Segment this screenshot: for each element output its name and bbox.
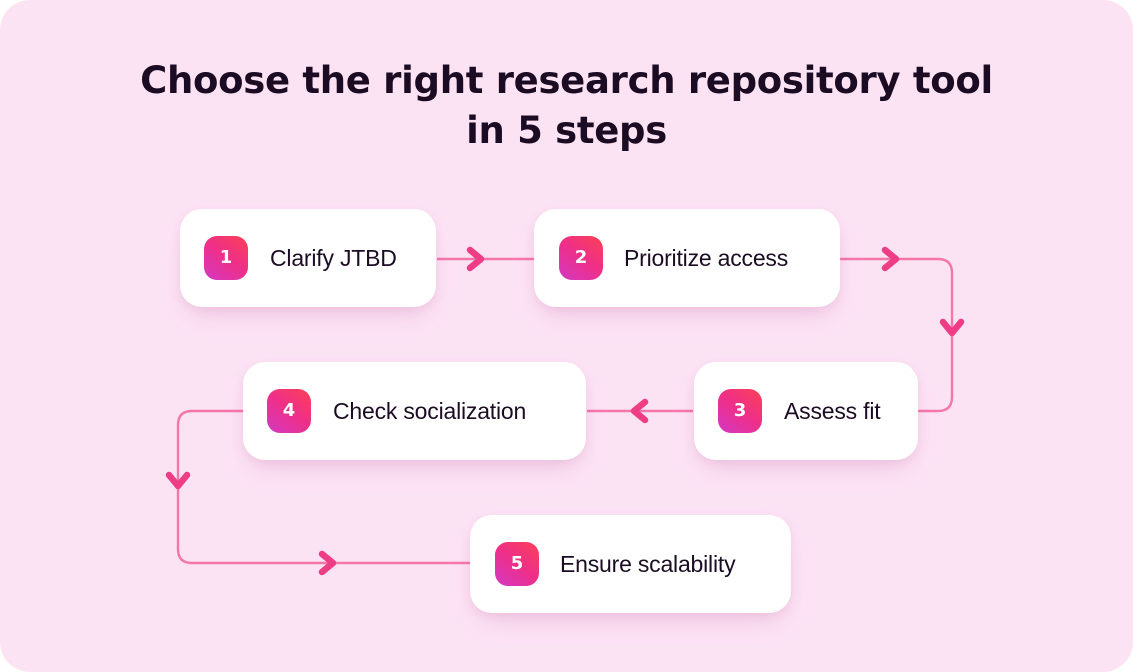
connector-step-3-to-step-4	[587, 398, 693, 424]
step-number-badge-4: 4	[267, 389, 311, 433]
connector-step-4-to-step-5	[165, 409, 472, 576]
arrow-head-down-icon	[939, 318, 965, 337]
connector-step-2-to-step-3	[839, 246, 965, 413]
step-card-4[interactable]: 4 Check socialization	[243, 362, 586, 460]
arrow-head-right-icon	[881, 246, 900, 272]
arrow-head-left-icon	[630, 398, 649, 424]
page-title: Choose the right research repository too…	[0, 56, 1133, 156]
step-card-3[interactable]: 3 Assess fit	[694, 362, 918, 460]
page-title-line-1: Choose the right research repository too…	[140, 59, 993, 102]
step-number-badge-1: 1	[204, 236, 248, 280]
step-label-3: Assess fit	[784, 397, 881, 424]
step-card-5[interactable]: 5 Ensure scalability	[470, 515, 791, 613]
arrow-head-right-icon	[466, 246, 485, 272]
step-label-1: Clarify JTBD	[270, 244, 397, 271]
step-label-5: Ensure scalability	[560, 550, 736, 577]
step-card-1[interactable]: 1 Clarify JTBD	[180, 209, 436, 307]
arrow-head-down-icon	[165, 471, 191, 490]
arrow-head-right-icon	[318, 550, 337, 576]
step-number-badge-3: 3	[718, 389, 762, 433]
step-number-badge-5: 5	[495, 542, 539, 586]
step-label-2: Prioritize access	[624, 244, 789, 271]
step-card-2[interactable]: 2 Prioritize access	[534, 209, 840, 307]
step-number-badge-2: 2	[559, 236, 603, 280]
step-label-4: Check socialization	[333, 397, 527, 424]
connector-step-1-to-step-2	[437, 246, 534, 272]
page-title-line-2: in 5 steps	[466, 109, 667, 152]
